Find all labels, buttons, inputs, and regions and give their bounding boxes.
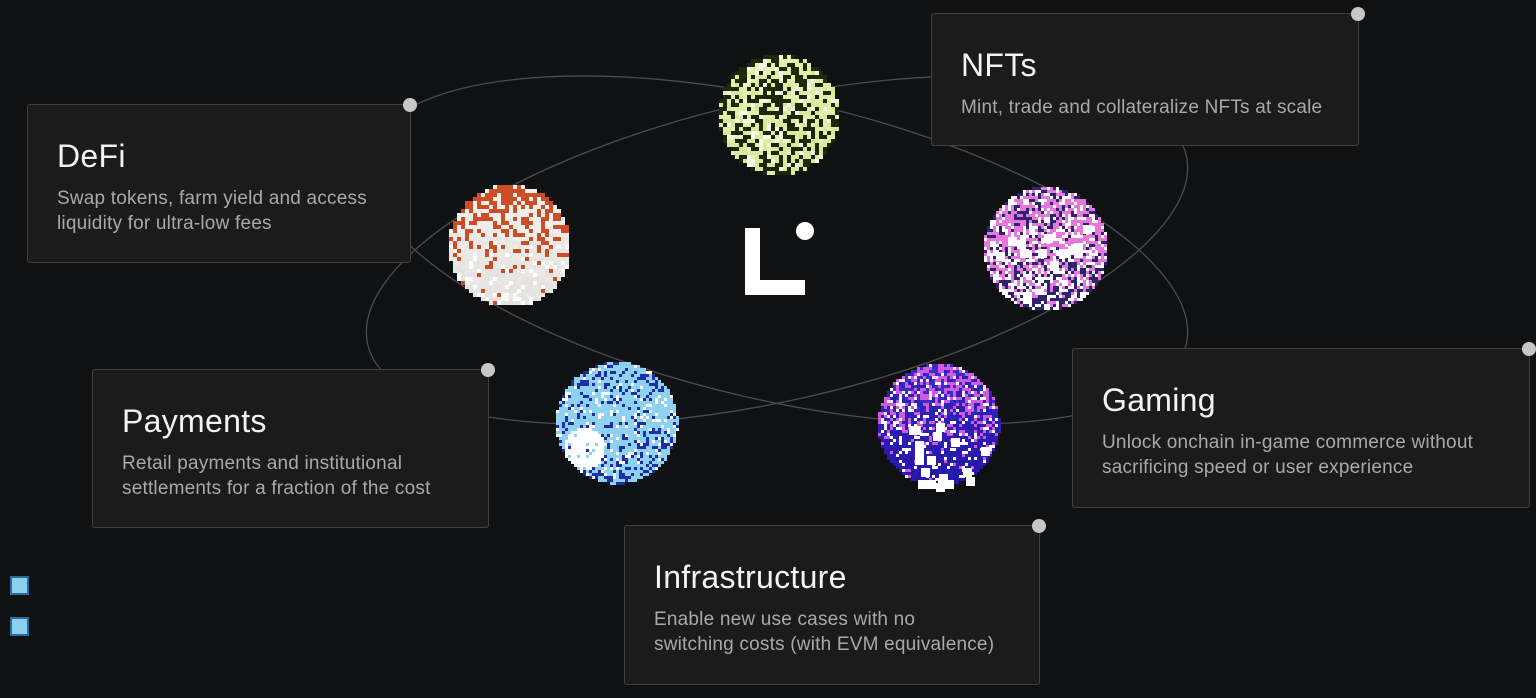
sphere-purple-bottom-right [878,364,1001,492]
card-payments: Payments Retail payments and institution… [92,363,495,528]
connector-dot [403,98,417,112]
logo-l-glyph [745,228,805,295]
card-description: Mint, trade and collateralize NFTs at sc… [961,96,1323,118]
card-title: Gaming [1102,382,1216,418]
card-infrastructure: Infrastructure Enable new use cases with… [624,519,1046,685]
logo-dot [796,222,814,240]
card-title: DeFi [57,138,126,174]
card-gaming: Gaming Unlock onchain in-game commerce w… [1072,342,1536,508]
card-title: NFTs [961,47,1037,83]
sphere-orange-left [449,185,569,305]
card-nfts: NFTs Mint, trade and collateralize NFTs … [931,7,1365,146]
card-title: Payments [122,403,267,439]
sphere-green-top [719,55,839,175]
sphere-pink-right [984,187,1107,310]
card-description: Swap tokens, farm yield and access liqui… [57,187,367,235]
sphere-blue-bottom-left [556,362,679,485]
connector-dot [1351,7,1365,21]
pixel-spheres [449,55,1107,492]
card-defi: DeFi Swap tokens, farm yield and access … [27,98,417,263]
connector-dot [1522,342,1536,356]
card-description: Enable new use cases with no switching c… [654,608,995,656]
pixel-square [10,576,29,595]
card-title: Infrastructure [654,559,847,595]
linea-logo [745,222,814,295]
pixel-square [10,617,29,636]
card-description: Unlock onchain in-game commerce without … [1102,431,1474,479]
card-description: Retail payments and institutional settle… [122,452,431,500]
connector-dot [481,363,495,377]
connector-dot [1032,519,1046,533]
